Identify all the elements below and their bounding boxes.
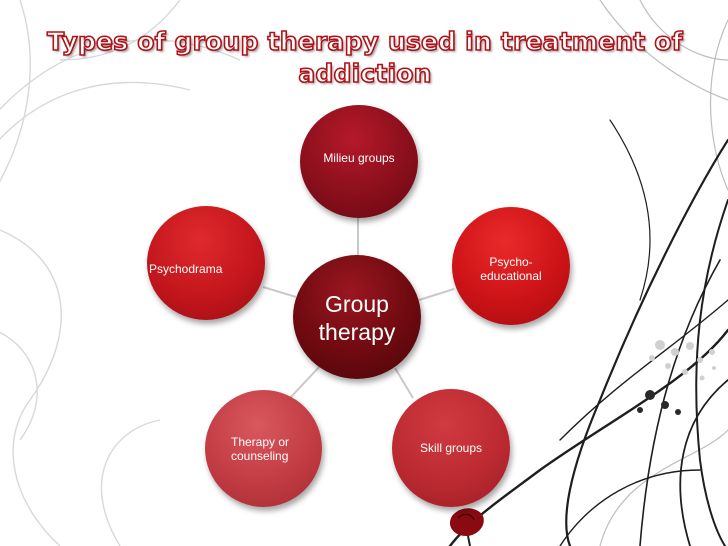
slide-title-line-2: addiction [298,58,433,89]
node-psycho-educational: Psycho-educational [452,207,570,325]
slide-title-line-1: Types of group therapy used in treatment… [46,26,683,57]
slide-title: Types of group therapy used in treatment… [40,26,690,90]
node-skill-groups: Skill groups [392,389,510,507]
node-label-bottom-left: Therapy or counseling [231,435,290,463]
connector-bottom-right [394,367,414,399]
node-group-therapy-center: Group therapy [293,255,421,379]
node-therapy-or-counseling: Therapy or counseling [205,390,322,507]
node-label-top: Milieu groups [323,151,395,165]
node-label-center: Group therapy [318,291,396,345]
node-psychodrama: Psychodrama [147,206,265,320]
node-milieu-groups: Milieu groups [300,105,418,218]
connector-right [418,288,455,301]
node-label-right: Psycho-educational [480,255,542,283]
connector-left [262,286,297,298]
node-label-bottom-right: Skill groups [419,441,483,455]
connector-bottom-left [289,364,322,399]
node-label-left: Psychodrama [149,262,223,276]
